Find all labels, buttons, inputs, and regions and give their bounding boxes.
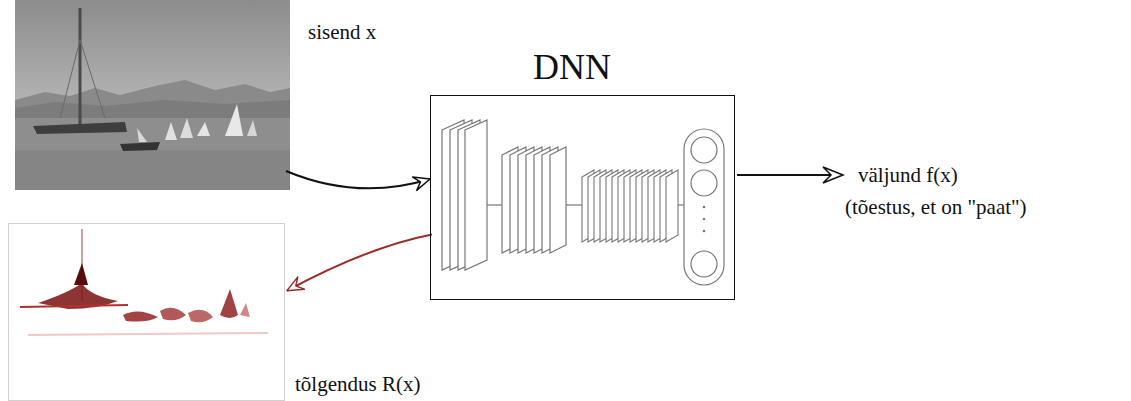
heatmap xyxy=(8,223,285,401)
output-label: väljund f(x) xyxy=(858,163,958,188)
interpretation-image: tõlgendus R(x) xyxy=(8,223,285,401)
node-label: sisend x xyxy=(308,20,376,45)
connector-arrow xyxy=(287,234,432,290)
input-photo xyxy=(15,0,290,190)
output-arrow xyxy=(735,160,847,190)
output-note: (tõestus, et on "paat") xyxy=(845,195,1027,220)
connector-arrow xyxy=(286,171,430,190)
node-label: tõlgendus R(x) xyxy=(295,372,420,397)
node-label: DNN xyxy=(533,46,611,88)
network-layers xyxy=(430,95,735,300)
dnn-box: DNN xyxy=(430,95,735,300)
input-image: sisend x xyxy=(15,0,290,190)
